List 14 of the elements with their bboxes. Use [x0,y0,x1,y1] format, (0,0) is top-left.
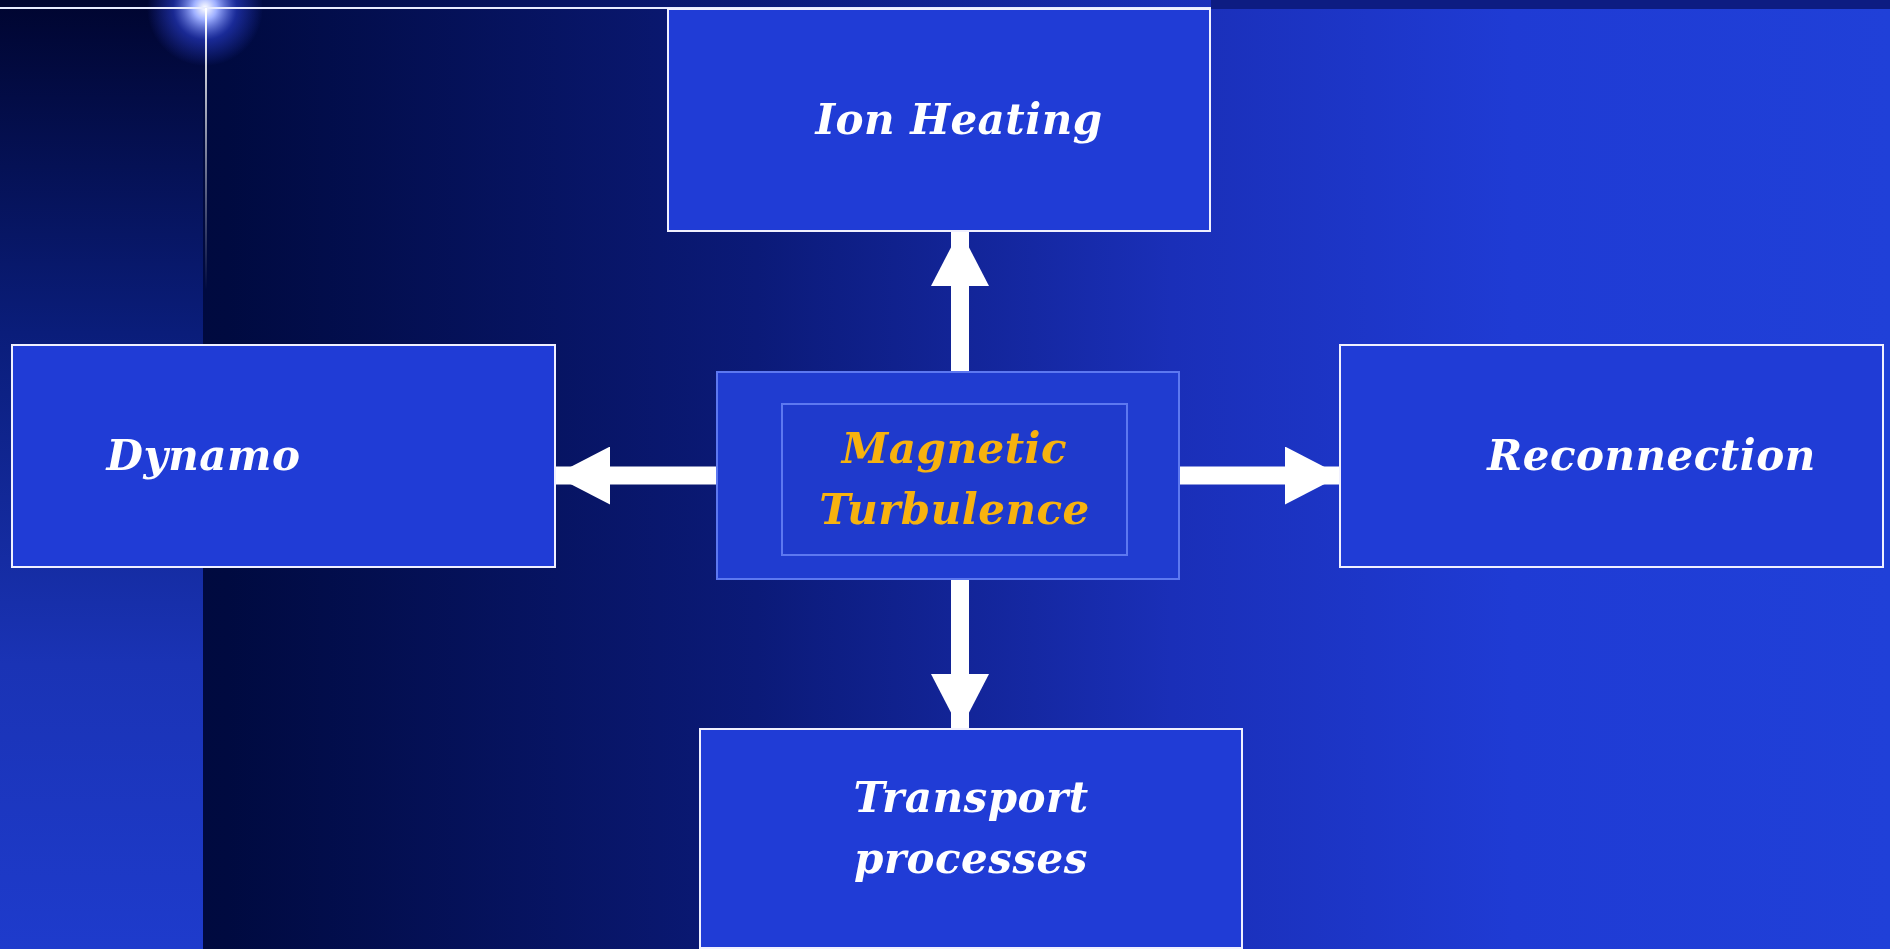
process-box [11,344,556,568]
process-box [699,728,1243,949]
process-box [667,8,1211,232]
node-label: Dynamo [106,429,301,482]
arrow [931,230,989,371]
node-label: Ion Heating [815,93,1103,146]
node-label: Magnetic Turbulence [818,422,1091,536]
arrow [1180,446,1341,505]
node-label: Reconnection [1487,429,1816,482]
process-box [1339,344,1884,568]
arrow [931,580,989,730]
process-box [781,403,1128,556]
box-frame [716,371,1180,580]
node-label: Transport processes [852,771,1090,885]
